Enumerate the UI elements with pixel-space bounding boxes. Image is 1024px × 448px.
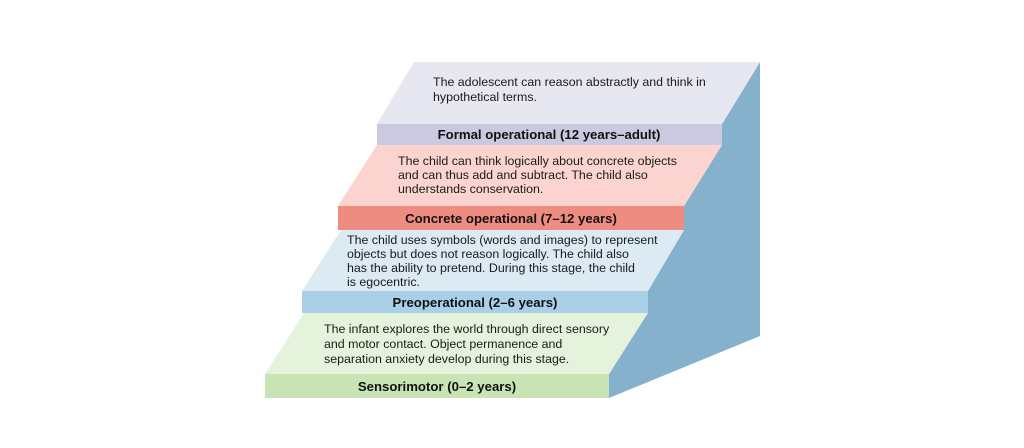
- stage-concrete-operational-label: Concrete operational (7–12 years): [405, 211, 617, 226]
- stage-formal-operational: The adolescent can reason abstractly and…: [377, 62, 760, 145]
- stage-formal-operational-top: [377, 62, 760, 124]
- stage-preoperational-band: [302, 291, 648, 313]
- description-line: and motor contact. Object permanence and: [324, 337, 562, 351]
- stage-preoperational: The child uses symbols (words and images…: [302, 230, 684, 313]
- stage-formal-operational-band: [377, 124, 722, 145]
- stage-sensorimotor-band: [265, 374, 609, 398]
- stage-formal-operational-description: The adolescent can reason abstractly and…: [433, 75, 709, 104]
- description-line: is egocentric.: [347, 275, 420, 289]
- description-line: The infant explores the world through di…: [324, 322, 610, 336]
- stage-sensorimotor-top: [265, 313, 648, 374]
- description-line: objects but does not reason logically. T…: [347, 247, 629, 261]
- stage-preoperational-description: The child uses symbols (words and images…: [347, 233, 661, 289]
- description-line: understands conservation.: [398, 182, 543, 196]
- stage-sensorimotor-description: The infant explores the world through di…: [324, 322, 613, 366]
- stage-concrete-operational-top: [338, 145, 722, 206]
- stage-sensorimotor: The infant explores the world through di…: [265, 313, 648, 398]
- stage-concrete-operational: The child can think logically about conc…: [338, 145, 722, 230]
- description-line: The child uses symbols (words and images…: [347, 233, 658, 247]
- stage-preoperational-label: Preoperational (2–6 years): [393, 295, 558, 310]
- stage-formal-operational-label: Formal operational (12 years–adult): [438, 127, 661, 142]
- description-line: separation anxiety develop during this s…: [324, 352, 569, 366]
- stage-sensorimotor-label: Sensorimotor (0–2 years): [358, 379, 516, 394]
- description-line: The adolescent can reason abstractly and…: [433, 75, 706, 89]
- stage-preoperational-top: [302, 230, 684, 291]
- description-line: and can thus add and subtract. The child…: [398, 168, 648, 182]
- stage-concrete-operational-band: [338, 206, 684, 230]
- description-line: The child can think logically about conc…: [398, 154, 677, 168]
- description-line: hypothetical terms.: [433, 90, 537, 104]
- stage-concrete-operational-description: The child can think logically about conc…: [398, 154, 680, 196]
- description-line: has the ability to pretend. During this …: [347, 261, 635, 275]
